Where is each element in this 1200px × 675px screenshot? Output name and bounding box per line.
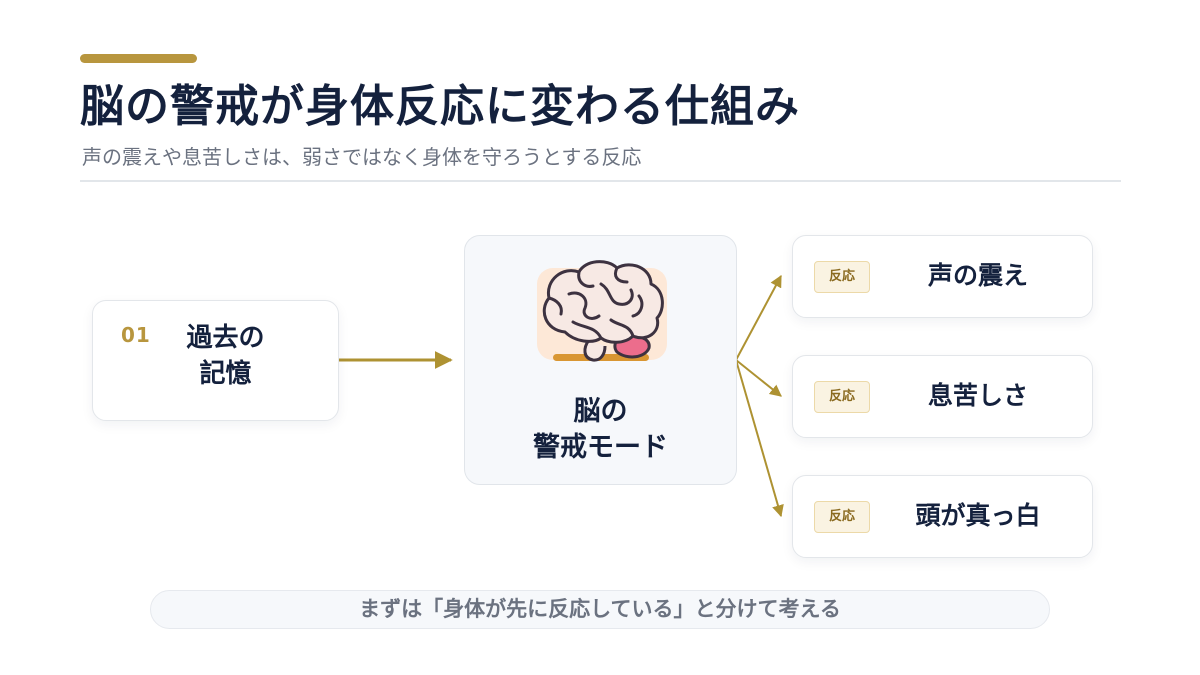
center-label-line1: 脳の	[573, 396, 628, 427]
header-divider	[80, 180, 1121, 182]
response-label: 頭が真っ白	[915, 501, 1041, 530]
brain-alert-label: 脳の 警戒モード	[465, 394, 736, 466]
response-badge: 反応	[814, 501, 870, 533]
source-label: 過去の 記憶	[173, 320, 278, 392]
arrow-brain-to-voice	[735, 274, 782, 361]
source-label-line1: 過去の	[186, 323, 265, 353]
brain-alert-card: 脳の 警戒モード	[464, 235, 737, 485]
arrow-brain-to-breath	[735, 359, 782, 397]
source-label-line2: 記憶	[199, 359, 252, 389]
page-subtitle: 声の震えや息苦しさは、弱さではなく身体を守ろうとする反応	[82, 145, 642, 169]
response-badge: 反応	[814, 381, 870, 413]
response-card-breath: 反応 息苦しさ	[792, 355, 1093, 438]
response-label: 声の震え	[927, 261, 1028, 290]
response-card-blank: 反応 頭が真っ白	[792, 475, 1093, 558]
arrow-brain-to-blank	[735, 359, 784, 518]
title-accent-bar	[80, 54, 197, 63]
page-title: 脳の警戒が身体反応に変わる仕組み	[80, 81, 800, 132]
footer-note: まずは「身体が先に反応している」と分けて考える	[150, 590, 1050, 629]
response-label: 息苦しさ	[927, 381, 1028, 410]
response-card-voice: 反応 声の震え	[792, 235, 1093, 318]
source-card: 01 過去の 記憶	[92, 300, 339, 421]
response-badge: 反応	[814, 261, 870, 293]
brain-icon	[537, 260, 667, 362]
step-number: 01	[121, 323, 151, 347]
center-label-line2: 警戒モード	[533, 432, 668, 463]
